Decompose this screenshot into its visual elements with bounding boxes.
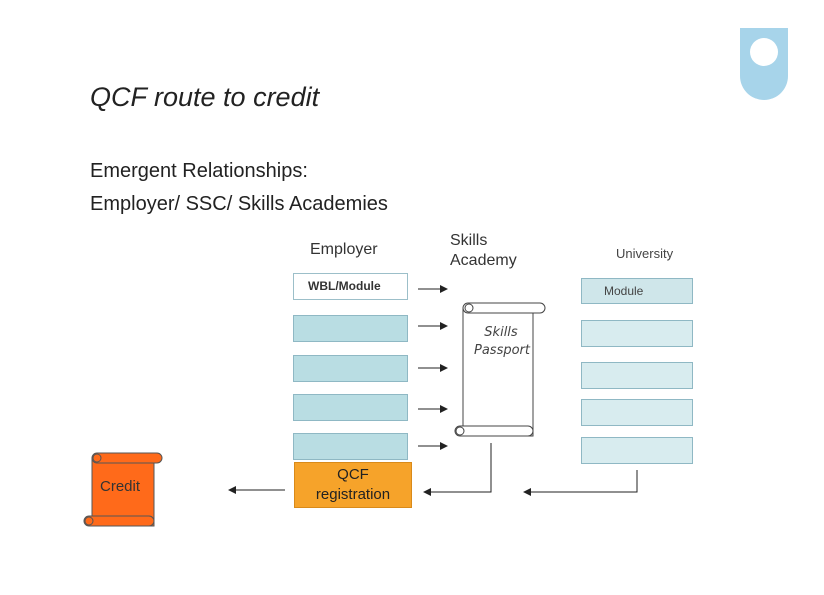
- university-module-box: Module: [581, 278, 693, 304]
- subtitle-line-1: Emergent Relationships:: [90, 160, 308, 182]
- qcf-line1: QCF: [337, 466, 369, 483]
- university-heading: University: [616, 246, 674, 261]
- employer-module-box: [293, 315, 408, 342]
- skills-academy-heading-line1: Skills: [450, 232, 488, 249]
- arrow: [423, 443, 492, 496]
- university-module-row: [581, 320, 693, 347]
- qcf-line2: registration: [315, 486, 391, 503]
- employer-heading: Employer: [310, 241, 378, 258]
- skills-passport-scroll: [454, 302, 546, 437]
- open-university-logo: [740, 28, 788, 100]
- credit-label: Credit: [100, 478, 141, 495]
- subtitle-line-2: Employer/ SSC/ Skills Academies: [90, 193, 388, 215]
- employer-module-box: [293, 355, 408, 382]
- skills-academy-heading-line2: Academy: [450, 252, 517, 269]
- arrow: [523, 470, 638, 496]
- employer-module-box: [293, 394, 408, 421]
- skills-passport-line1: Skills: [484, 325, 518, 340]
- page-title: QCF route to credit: [90, 82, 320, 112]
- skills-passport-label: Skills Passport: [474, 324, 530, 360]
- credit-scroll: [83, 452, 163, 527]
- university-module-row: [581, 362, 693, 389]
- university-module-row: [581, 399, 693, 426]
- skills-academy-heading: Skills Academy: [450, 231, 517, 271]
- university-module-row: [581, 437, 693, 464]
- employer-wbl-module-box: WBL/Module: [293, 273, 408, 300]
- employer-module-box: [293, 433, 408, 460]
- skills-passport-line2: Passport: [474, 343, 530, 358]
- qcf-registration-box: QCF registration: [294, 462, 412, 508]
